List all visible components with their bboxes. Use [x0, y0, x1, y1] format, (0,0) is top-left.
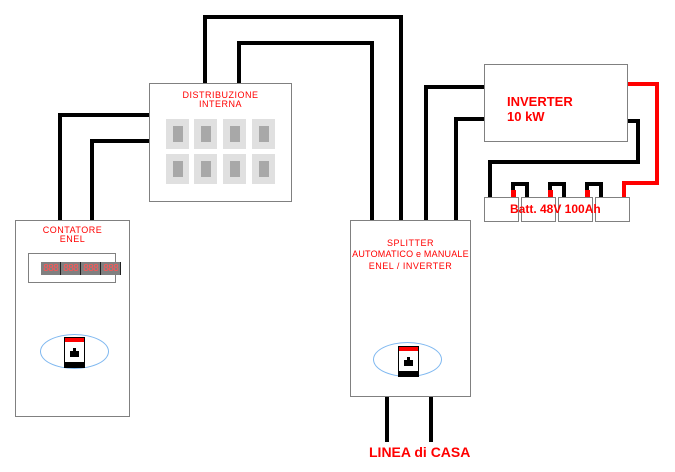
- splitter-title-1: SPLITTER: [386, 238, 434, 248]
- meter-digits: 888: [61, 262, 81, 275]
- distribuzione-title-1: DISTRIBUZIONE: [182, 90, 259, 100]
- contatore-title-2: ENEL: [59, 234, 86, 244]
- meter-digits: 888: [81, 262, 101, 275]
- circuit-switch[interactable]: [194, 154, 217, 184]
- battery-label: Batt. 48V 100Ah: [510, 202, 601, 216]
- circuit-switch[interactable]: [166, 154, 189, 184]
- meter-digits: 888: [101, 262, 121, 275]
- circuit-switch[interactable]: [166, 119, 189, 149]
- circuit-switch[interactable]: [194, 119, 217, 149]
- inverter: INVERTER 10 kW: [484, 64, 628, 142]
- circuit-switch[interactable]: [223, 154, 246, 184]
- battery-terminal-positive: [548, 190, 553, 197]
- wire-contatore-distribuzione-2: [90, 139, 150, 220]
- wire-splitter-inverter-2: [454, 117, 485, 220]
- battery-terminal-positive: [511, 190, 516, 197]
- splitter-title-3: ENEL / INVERTER: [368, 261, 453, 271]
- battery: [595, 197, 630, 222]
- wire-distribuzione-splitter-2: [237, 41, 374, 220]
- circuit-switch[interactable]: [223, 119, 246, 149]
- wire-inverter-battery-negative: [488, 119, 640, 197]
- meter-digits: 888: [41, 262, 61, 275]
- distribuzione-interna: DISTRIBUZIONE INTERNA: [149, 83, 292, 202]
- circuit-switch[interactable]: [252, 154, 275, 184]
- circuit-switch[interactable]: [252, 119, 275, 149]
- breaker-switch-icon[interactable]: [398, 346, 419, 377]
- splitter-title-2: AUTOMATICO e MANUALE: [352, 249, 469, 259]
- inverter-power: 10 kW: [507, 109, 545, 124]
- contatore-title-1: CONTATORE: [42, 225, 103, 235]
- contatore-enel: CONTATORE ENEL 888 888 888 888: [15, 220, 130, 417]
- breaker-ellipse: [40, 334, 109, 369]
- battery: [484, 197, 519, 222]
- wire-splitter-inverter-1: [424, 85, 485, 220]
- linea-casa-label: LINEA di CASA: [369, 444, 471, 460]
- wire-distribuzione-splitter-1: [203, 15, 403, 220]
- wire-contatore-distribuzione-1: [58, 113, 150, 220]
- battery-terminal-positive: [585, 190, 590, 197]
- breaker-switch-icon[interactable]: [64, 337, 85, 368]
- wire-inverter-battery-positive: [622, 82, 659, 197]
- splitter: SPLITTER AUTOMATICO e MANUALE ENEL / INV…: [350, 220, 471, 397]
- meter-display: 888 888 888 888: [28, 253, 121, 283]
- distribuzione-title-2: INTERNA: [198, 99, 242, 109]
- battery: [521, 197, 556, 222]
- inverter-title: INVERTER: [507, 94, 573, 109]
- battery: [558, 197, 593, 222]
